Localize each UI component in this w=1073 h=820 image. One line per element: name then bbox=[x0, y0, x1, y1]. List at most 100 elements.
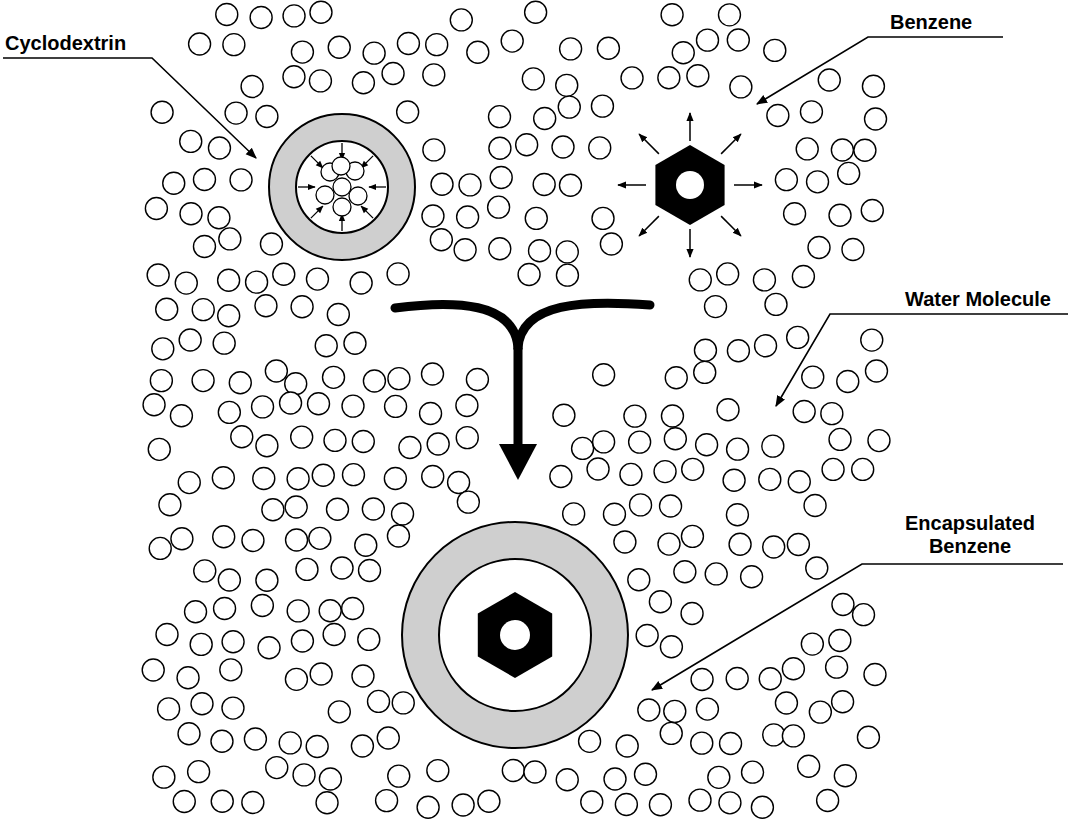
water-molecule bbox=[163, 172, 185, 194]
water-molecule bbox=[624, 405, 646, 427]
water-molecule bbox=[266, 757, 288, 779]
water-molecule bbox=[593, 364, 615, 386]
water-molecule bbox=[420, 403, 442, 425]
water-molecule bbox=[674, 561, 696, 583]
water-molecule bbox=[478, 790, 500, 812]
water-molecule bbox=[192, 370, 214, 392]
water-molecule bbox=[696, 434, 718, 456]
water-molecule bbox=[726, 667, 748, 689]
water-molecule bbox=[323, 366, 345, 388]
water-molecule bbox=[553, 404, 575, 426]
water-molecule bbox=[658, 533, 680, 555]
water-molecule bbox=[156, 298, 178, 320]
water-molecule bbox=[579, 730, 601, 752]
water-molecule bbox=[376, 790, 398, 812]
water-molecule bbox=[831, 139, 853, 161]
water-molecule bbox=[489, 137, 511, 159]
water-molecule bbox=[218, 569, 240, 591]
water-molecule bbox=[718, 4, 740, 26]
merge-arrow bbox=[395, 303, 650, 480]
water-molecule bbox=[681, 525, 703, 547]
water-molecule bbox=[552, 136, 574, 158]
water-molecule bbox=[558, 96, 580, 118]
water-molecule bbox=[720, 733, 742, 755]
water-molecule bbox=[556, 74, 578, 96]
water-molecule bbox=[180, 130, 202, 152]
water-molecule bbox=[177, 667, 199, 689]
water-molecule bbox=[156, 624, 178, 646]
water-molecule bbox=[222, 631, 244, 653]
water-molecule bbox=[213, 526, 235, 548]
water-molecule bbox=[291, 41, 313, 63]
water-molecule bbox=[430, 229, 452, 251]
water-molecule bbox=[283, 5, 305, 27]
water-molecule bbox=[309, 527, 331, 549]
water-molecule bbox=[723, 469, 745, 491]
water-molecule bbox=[328, 36, 350, 58]
water-molecule bbox=[490, 167, 512, 189]
water-molecule bbox=[319, 768, 341, 790]
water-molecule bbox=[696, 698, 718, 720]
water-molecule bbox=[280, 392, 302, 414]
water-molecule bbox=[615, 793, 637, 815]
water-molecule bbox=[861, 329, 883, 351]
water-molecule bbox=[417, 796, 439, 818]
leader-lines bbox=[3, 37, 1068, 690]
water-molecule bbox=[392, 692, 414, 714]
water-molecule bbox=[258, 637, 280, 659]
water-molecule bbox=[727, 29, 749, 51]
water-molecule bbox=[368, 690, 390, 712]
water-molecule bbox=[829, 630, 851, 652]
water-molecule bbox=[719, 792, 741, 814]
water-molecule bbox=[822, 458, 844, 480]
water-molecule bbox=[273, 263, 295, 285]
water-molecule bbox=[705, 563, 727, 585]
water-molecule bbox=[388, 368, 410, 390]
water-molecule bbox=[214, 597, 236, 619]
water-molecule bbox=[208, 207, 230, 229]
water-molecule bbox=[694, 361, 716, 383]
water-molecule bbox=[457, 491, 479, 513]
water-molecule bbox=[387, 263, 409, 285]
water-molecule bbox=[857, 726, 879, 748]
water-molecule bbox=[456, 427, 478, 449]
water-molecule bbox=[665, 367, 687, 389]
water-molecule bbox=[285, 496, 307, 518]
water-molecules bbox=[142, 1, 890, 818]
water-molecule bbox=[351, 735, 373, 757]
water-molecule bbox=[630, 494, 652, 516]
water-molecule bbox=[352, 431, 374, 453]
water-molecule bbox=[525, 207, 547, 229]
water-molecule bbox=[159, 494, 181, 516]
water-molecule bbox=[524, 761, 546, 783]
water-molecule bbox=[717, 399, 739, 421]
water-molecule bbox=[818, 69, 840, 91]
water-molecule bbox=[358, 628, 380, 650]
water-molecule bbox=[189, 33, 211, 55]
water-molecule bbox=[763, 724, 785, 746]
water-molecule bbox=[727, 340, 749, 362]
water-molecule bbox=[225, 102, 247, 124]
water-molecule bbox=[865, 360, 887, 382]
water-molecule bbox=[399, 436, 421, 458]
water-molecule bbox=[832, 691, 854, 713]
water-molecule bbox=[488, 196, 510, 218]
water-molecule bbox=[717, 263, 739, 285]
water-molecule bbox=[821, 403, 843, 425]
water-molecule bbox=[741, 566, 763, 588]
encapsulated-complex bbox=[402, 522, 628, 748]
water-molecule bbox=[260, 233, 282, 255]
water-molecule bbox=[696, 29, 718, 51]
water-molecule bbox=[279, 732, 301, 754]
water-molecule bbox=[534, 108, 556, 130]
water-molecule bbox=[306, 736, 328, 758]
water-molecule bbox=[193, 235, 215, 257]
water-molecule bbox=[488, 106, 510, 128]
water-molecule bbox=[563, 503, 585, 525]
water-molecule bbox=[192, 299, 214, 321]
water-molecule bbox=[150, 370, 172, 392]
water-molecule bbox=[250, 7, 272, 29]
water-molecule bbox=[572, 437, 594, 459]
water-molecule bbox=[832, 594, 854, 616]
water-molecule bbox=[178, 723, 200, 745]
